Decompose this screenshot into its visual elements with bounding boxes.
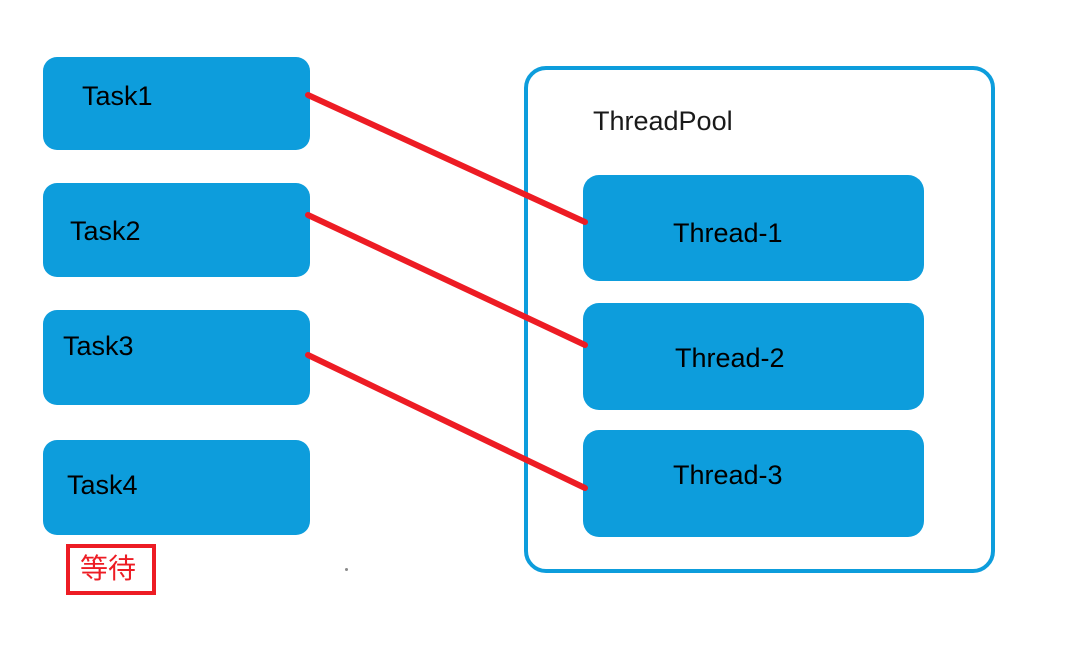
- thread-box-3[interactable]: Thread-3: [583, 430, 924, 537]
- task-box-3[interactable]: Task3: [43, 310, 310, 405]
- task-box-1[interactable]: Task1: [43, 57, 310, 150]
- thread-label-2: Thread-2: [675, 343, 785, 373]
- waiting-label: 等待: [80, 552, 137, 585]
- task-label-3: Task3: [63, 331, 134, 361]
- thread-box-1[interactable]: Thread-1: [583, 175, 924, 281]
- task-label-1: Task1: [82, 81, 153, 111]
- thread-box-2[interactable]: Thread-2: [583, 303, 924, 410]
- waiting-annotation-box: 等待: [66, 544, 156, 595]
- stray-dot-artifact: [345, 568, 348, 571]
- task-box-2[interactable]: Task2: [43, 183, 310, 277]
- thread-label-1: Thread-1: [673, 218, 783, 248]
- threadpool-title: ThreadPool: [593, 106, 733, 136]
- task-box-4[interactable]: Task4: [43, 440, 310, 535]
- task-label-4: Task4: [67, 470, 138, 500]
- task-label-2: Task2: [70, 216, 141, 246]
- thread-label-3: Thread-3: [673, 460, 783, 490]
